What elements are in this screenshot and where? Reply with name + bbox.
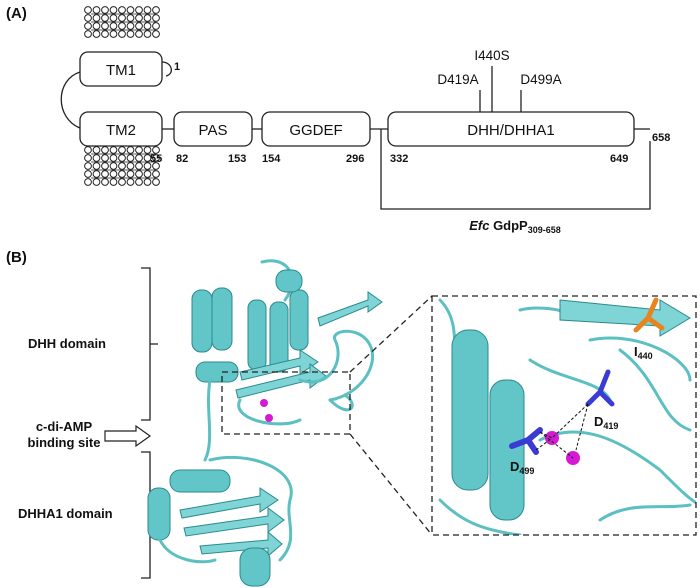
binding-site-label-1: c-di-AMP	[36, 419, 93, 434]
construct-bracket	[380, 129, 651, 210]
ggdef-label: GGDEF	[289, 122, 342, 139]
binding-site-selection-box	[221, 371, 351, 435]
membrane-bilayer	[84, 6, 160, 186]
position-82: 82	[176, 153, 188, 165]
position-658: 658	[652, 132, 670, 144]
position-55: 55	[150, 153, 162, 165]
n-terminus-tail	[161, 61, 172, 77]
panel-a-label: (A)	[6, 5, 27, 22]
protein-structure-overview	[147, 259, 383, 587]
i440s-label: I440S	[474, 48, 509, 63]
dhh-domain-bracket	[141, 267, 151, 421]
dhh-domain-label: DHH domain	[28, 336, 106, 351]
d419a-label: D419A	[437, 72, 478, 87]
tm1-label: TM1	[106, 62, 136, 79]
binding-site-label-2: binding site	[28, 435, 101, 450]
position-1: 1	[174, 61, 180, 73]
tm2-label: TM2	[106, 122, 136, 139]
residue-d419-label: D419	[594, 414, 618, 431]
residue-i440-label: I440	[634, 344, 653, 361]
position-154: 154	[262, 153, 281, 165]
tm1-box	[79, 51, 163, 87]
binding-site-arrow	[104, 424, 152, 448]
position-296: 296	[346, 153, 364, 165]
binding-site-zoom-panel	[431, 295, 697, 536]
tm-loop	[60, 71, 81, 129]
zoom-line-top	[349, 295, 433, 373]
construct-label: Efc GdpP309-658	[469, 218, 561, 235]
position-153: 153	[228, 153, 246, 165]
residue-d499-label: D499	[510, 459, 534, 476]
position-332: 332	[390, 153, 408, 165]
dhha1-domain-label: DHHA1 domain	[18, 506, 113, 521]
zoom-line-bottom	[349, 433, 433, 536]
panel-b-label: (B)	[6, 249, 27, 266]
position-649: 649	[610, 153, 628, 165]
pas-label: PAS	[199, 122, 228, 139]
dhh-dhha1-label: DHH/DHHA1	[467, 122, 555, 139]
d499a-label: D499A	[520, 72, 561, 87]
